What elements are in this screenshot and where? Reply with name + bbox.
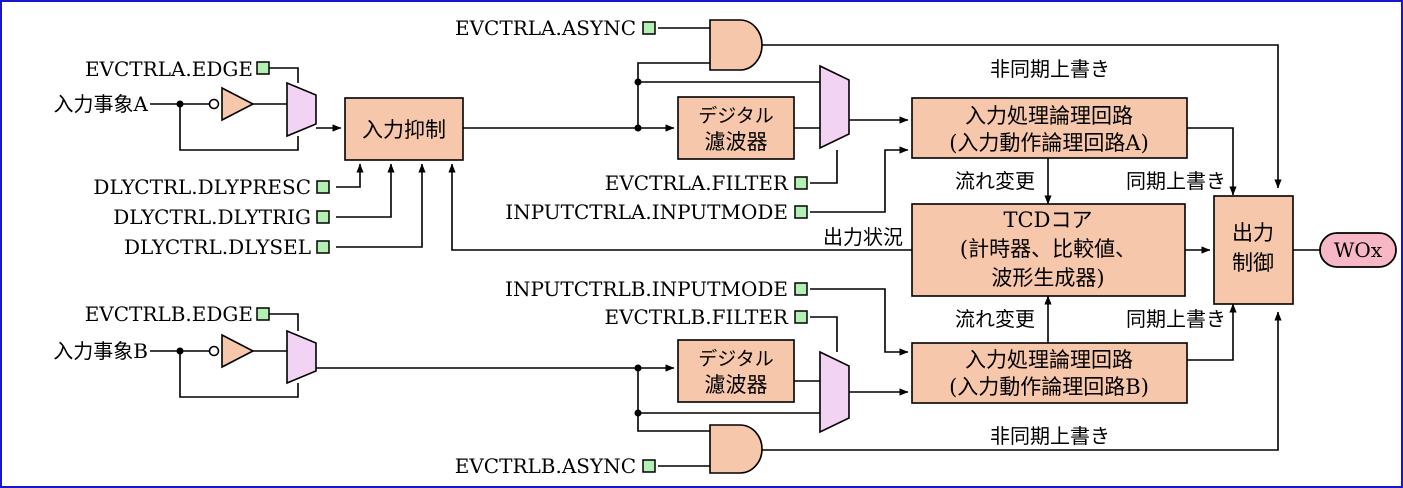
flow-change-label-top: 流れ変更 <box>955 169 1035 193</box>
tcd-core-line3: 波形生成器) <box>991 266 1104 290</box>
input-logic-a-line2: (入力動作論理回路A) <box>949 131 1149 155</box>
register-evctrla-async-port <box>642 21 656 35</box>
async-and-gate-b <box>709 424 763 474</box>
input-suppress-label: 入力抑制 <box>362 118 446 142</box>
output-control-block <box>1213 195 1294 305</box>
async-override-label-top: 非同期上書き <box>990 57 1110 81</box>
junction-dots <box>176 78 642 417</box>
inverter-b <box>208 333 255 369</box>
edge-mux-a <box>286 81 317 138</box>
output-control-line1: 出力 <box>1232 221 1274 245</box>
register-evctrlb-edge-port <box>256 307 270 321</box>
digital-filter-b-line2: 濾波器 <box>705 373 768 397</box>
register-inputctrla-inputmode-port <box>794 205 808 219</box>
register-inputctrlb-inputmode: INPUTCTRLB.INPUTMODE <box>505 277 788 301</box>
edge-mux-b <box>286 329 317 385</box>
register-evctrlb-filter: EVCTRLB.FILTER <box>604 305 788 329</box>
digital-filter-a-line1: デジタル <box>698 105 774 127</box>
register-evctrla-edge: EVCTRLA.EDGE <box>85 57 253 81</box>
tcd-core-block <box>911 203 1186 297</box>
sync-override-label-bottom: 同期上書き <box>1126 307 1226 331</box>
register-evctrlb-async: EVCTRLB.ASYNC <box>455 454 636 478</box>
digital-filter-a <box>677 96 795 160</box>
register-dlyctrl-dlypresc: DLYCTRL.DLYPRESC <box>93 175 311 199</box>
input-suppress-block <box>344 97 464 161</box>
register-inputctrla-inputmode: INPUTCTRLA.INPUTMODE <box>505 200 788 224</box>
register-evctrla-filter: EVCTRLA.FILTER <box>605 171 789 195</box>
async-and-gate-a <box>709 19 763 71</box>
tcd-core-line1: TCDコア <box>1004 208 1093 232</box>
filter-mux-a <box>819 64 850 150</box>
async-override-label-bottom: 非同期上書き <box>990 424 1110 448</box>
register-evctrla-filter-port <box>794 176 808 190</box>
register-evctrla-async: EVCTRLA.ASYNC <box>455 16 636 40</box>
register-dlyctrl-dlypresc-port <box>316 180 330 194</box>
register-dlyctrl-dlytrig-port <box>316 210 330 224</box>
wires <box>150 27 1320 467</box>
output-control-line2: 制御 <box>1232 251 1274 275</box>
input-event-a-label: 入力事象A <box>54 92 149 116</box>
register-evctrlb-async-port <box>642 459 656 473</box>
register-dlyctrl-dlysel-port <box>316 240 330 254</box>
inverter-a <box>208 86 255 122</box>
register-evctrlb-edge: EVCTRLB.EDGE <box>85 302 253 326</box>
input-logic-b-line2: (入力動作論理回路B) <box>949 375 1149 399</box>
register-evctrla-edge-port <box>256 61 270 75</box>
output-pin-wox <box>1319 232 1397 268</box>
register-evctrlb-filter-port <box>794 310 808 324</box>
tcd-core-line2: (計時器、比較値、 <box>960 237 1136 261</box>
input-event-b-label: 入力事象B <box>53 339 148 363</box>
register-inputctrlb-inputmode-port <box>794 282 808 296</box>
output-pin-wox-label: WOx <box>1334 238 1383 262</box>
input-logic-b <box>911 342 1188 404</box>
sync-override-label-top: 同期上書き <box>1126 169 1226 193</box>
digital-filter-b-line1: デジタル <box>698 348 774 370</box>
filter-mux-b <box>819 350 850 434</box>
digital-filter-a-line2: 濾波器 <box>705 130 768 154</box>
register-dlyctrl-dlytrig: DLYCTRL.DLYTRIG <box>113 205 311 229</box>
output-status-label: 出力状況 <box>823 225 903 249</box>
input-logic-a-line1: 入力処理論理回路 <box>965 104 1133 128</box>
input-logic-a <box>911 97 1188 159</box>
flow-change-label-bottom: 流れ変更 <box>955 307 1035 331</box>
input-logic-b-line1: 入力処理論理回路 <box>965 348 1133 372</box>
register-dlyctrl-dlysel: DLYCTRL.DLYSEL <box>124 235 311 259</box>
digital-filter-b <box>677 339 795 403</box>
